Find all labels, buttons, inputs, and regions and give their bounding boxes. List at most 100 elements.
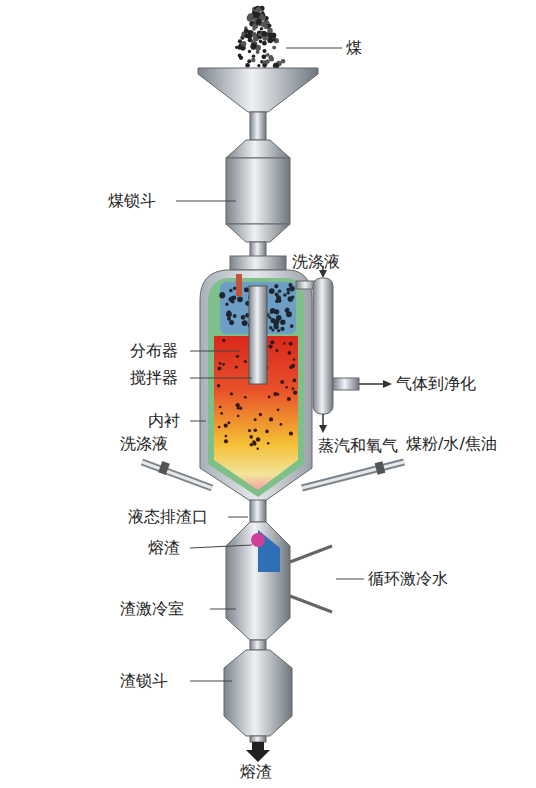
gasifier-vessel-part <box>249 286 267 384</box>
coal-particles-part <box>262 64 266 68</box>
coal-bed-dots-part <box>277 408 280 411</box>
coal-bed-dots-part <box>274 284 278 288</box>
coal-bed-dots-part <box>292 378 296 382</box>
coal-bed-dots-part <box>292 387 295 390</box>
coal-particles-part <box>261 54 266 59</box>
leader-lines-part <box>210 609 236 610</box>
coal-particles-part <box>266 53 270 57</box>
coal-lock-hopper-part <box>226 224 290 242</box>
scrubber-part <box>383 380 392 388</box>
coal-bed-dots-part <box>220 412 223 415</box>
coal-particles-part <box>262 49 266 53</box>
coal-bed-dots-part <box>239 406 242 409</box>
scrubber-part <box>359 383 384 385</box>
leader-lines-part <box>286 48 342 49</box>
coal-particles-part <box>267 28 273 34</box>
injection-pipes-part <box>375 461 386 475</box>
coal-bed-dots-part <box>291 296 294 299</box>
coal-bed-dots-part <box>270 318 275 323</box>
coal-particles-part <box>262 41 267 46</box>
gasifier-vessel <box>200 256 312 506</box>
leader-lines-part <box>190 378 252 379</box>
coal-bed-dots-part <box>289 342 293 346</box>
coal-bed-dots-part <box>219 293 225 299</box>
coal-bed-dots-part <box>293 358 296 361</box>
coal-bed-dots-part <box>268 344 272 348</box>
part-label: 分布器 <box>130 341 178 361</box>
part-label: 循环激冷水 <box>368 569 448 589</box>
coal-bed-dots-part <box>227 421 230 424</box>
coal-bed-dots-part <box>283 293 286 296</box>
coal-particles-part <box>261 31 267 37</box>
part-label: 煤 <box>346 38 362 58</box>
injection-pipes-part <box>302 462 404 488</box>
coal-bed-dots-part <box>287 291 291 295</box>
coal-particles-part <box>251 58 255 62</box>
coal-bed-dots-part <box>227 317 230 320</box>
coal-particles-part <box>252 54 255 57</box>
coal-particles-part <box>239 56 243 60</box>
coal-particles-part <box>281 59 285 63</box>
coal-particles-part <box>268 24 271 27</box>
coal-bed-dots-part <box>280 380 284 384</box>
coal-particles-part <box>272 46 276 50</box>
coal-bed-dots-part <box>285 386 288 389</box>
slag-lock-hopper <box>224 640 292 762</box>
coal-funnel <box>198 68 318 140</box>
coal-particles-part <box>241 41 246 46</box>
coal-particles-part <box>258 33 261 36</box>
scrubber-part <box>319 270 327 278</box>
coal-bed-dots-part <box>259 413 262 416</box>
scrubber <box>296 266 392 433</box>
slag-lock-hopper-part <box>250 736 266 742</box>
coal-particles-part <box>260 27 263 30</box>
gasifier-vessel-part <box>208 278 304 497</box>
coal-funnel-part <box>250 112 266 140</box>
slag-quench-chamber-part <box>290 546 332 562</box>
coal-bed-dots-part <box>256 437 260 441</box>
coal-bed-dots-part <box>217 366 221 370</box>
slag-quench-chamber-part <box>226 522 290 640</box>
slag-lock-hopper-part <box>224 650 292 736</box>
coal-bed-dots-part <box>286 311 292 317</box>
scrubber-part <box>322 414 324 426</box>
coal-bed-dots-part <box>229 289 233 293</box>
coal-bed-dots <box>217 283 297 450</box>
scrubber-part <box>319 425 327 433</box>
leader-lines-part <box>190 421 206 422</box>
coal-bed-dots-part <box>241 315 246 320</box>
coal-bed-dots-part <box>279 423 282 426</box>
coal-bed-dots-part <box>275 349 278 352</box>
coal-bed-dots-part <box>293 390 297 394</box>
coal-bed-dots-part <box>230 392 233 395</box>
part-label: 熔渣 <box>148 538 180 558</box>
coal-particles-part <box>269 56 274 61</box>
coal-particles-part <box>256 50 260 54</box>
coal-bed-dots-part <box>237 296 243 302</box>
coal-bed-dots-part <box>244 360 247 363</box>
coal-bed-dots-part <box>257 447 259 449</box>
part-label: 蒸汽和氧气 <box>318 436 398 456</box>
coal-bed-dots-part <box>227 317 231 321</box>
slag-quench-chamber-part <box>251 533 265 547</box>
coal-lock-hopper-part <box>226 140 290 158</box>
coal-bed-dots-part <box>270 308 275 313</box>
injection-pipes-part <box>158 461 170 475</box>
slag-lock-hopper-part <box>246 742 270 762</box>
coal-particles-part <box>247 33 253 39</box>
scrubber-part <box>333 378 359 390</box>
coal-bed-dots-part <box>224 424 228 428</box>
slag-quench-chamber <box>226 500 332 640</box>
coal-bed-dots-part <box>244 396 247 399</box>
coal-bed-dots-part <box>289 286 294 291</box>
coal-bed-dots-part <box>218 426 220 428</box>
leader-lines-part <box>190 545 252 548</box>
coal-bed-dots-part <box>289 365 293 369</box>
coal-bed-dots-part <box>278 289 281 292</box>
leader-lines <box>176 48 364 681</box>
coal-bed-dots-part <box>280 319 285 324</box>
coal-bed-dots-part <box>288 351 292 355</box>
coal-bed-dots-part <box>269 326 273 330</box>
injection-pipes <box>142 461 404 488</box>
